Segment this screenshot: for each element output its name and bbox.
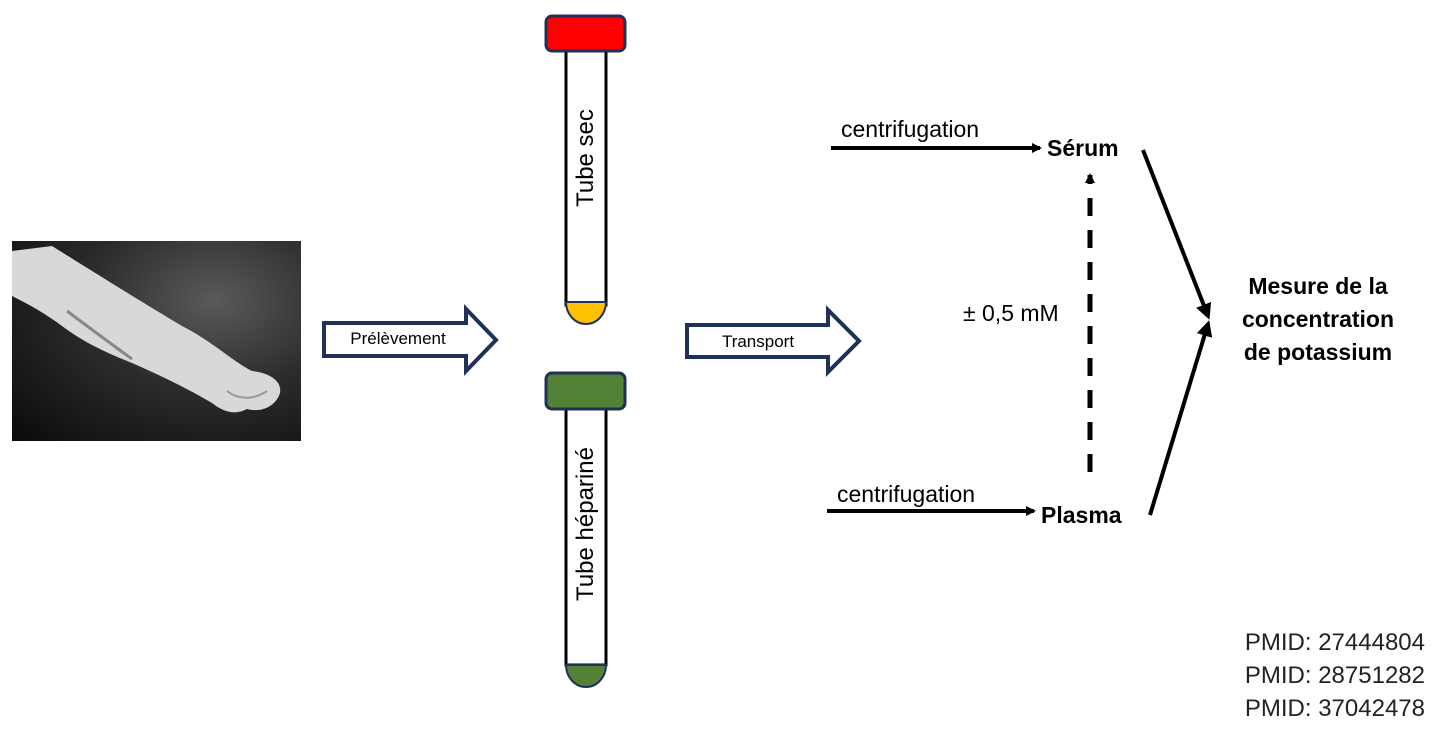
tube-sec <box>544 14 627 325</box>
result-line-2: concentration <box>1241 306 1395 332</box>
serum-label: Sérum <box>1047 135 1119 161</box>
reference-2: PMID: 28751282 <box>1244 662 1425 689</box>
reference-1: PMID: 27444804 <box>1244 629 1425 656</box>
result-line-1: Mesure de la <box>1248 273 1388 299</box>
references: PMID: 27444804 PMID: 28751282 PMID: 3704… <box>1245 626 1425 725</box>
tube-heparine-label: Tube hépariné <box>572 447 599 601</box>
arm-photo <box>12 241 301 441</box>
centrifugation-top-label: centrifugation <box>841 116 980 142</box>
result-line-3: de potassium <box>1243 339 1393 365</box>
reference-3: PMID: 37042478 <box>1244 695 1425 722</box>
plasma-label: Plasma <box>1041 502 1122 528</box>
arm-illustration <box>12 246 281 413</box>
prelevement-label: Prélèvement <box>350 329 446 348</box>
plasma-to-result-arrow <box>1148 320 1213 516</box>
tube-sec-cap <box>544 14 627 53</box>
serum-to-result-arrow <box>1141 149 1212 320</box>
difference-label: ± 0,5 mM <box>963 300 1059 326</box>
tube-sec-label: Tube sec <box>572 109 599 207</box>
centrifugation-bottom-label: centrifugation <box>837 481 976 507</box>
result-text: Mesure de la concentration de potassium <box>1213 270 1423 369</box>
transport-arrow <box>685 305 862 377</box>
prelevement-arrow <box>322 304 499 376</box>
tube-heparine <box>544 371 627 688</box>
transport-label: Transport <box>721 332 795 351</box>
tube-heparine-cap <box>544 371 627 411</box>
